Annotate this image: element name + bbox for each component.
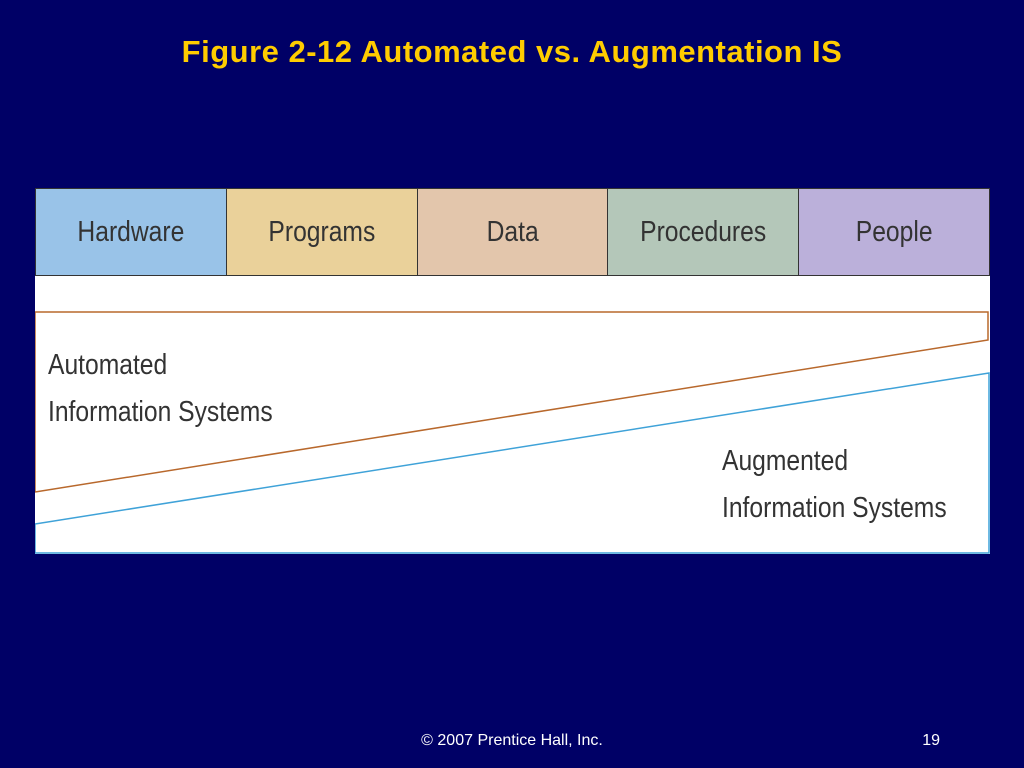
augmented-label-line-2: Information Systems: [722, 492, 947, 524]
component-label: Hardware: [77, 215, 185, 248]
component-label: Programs: [268, 215, 376, 248]
page-number: 19: [922, 732, 940, 749]
augmented-label-line-1: Augmented: [722, 445, 849, 477]
component-people: People: [799, 188, 990, 276]
automated-region-boundary: [35, 311, 989, 493]
component-hardware: Hardware: [35, 188, 227, 276]
component-data: Data: [417, 188, 609, 276]
automated-label-line-1: Automated: [48, 349, 168, 381]
component-programs: Programs: [226, 188, 418, 276]
component-label: People: [855, 215, 933, 248]
augmented-region-boundary: [35, 372, 990, 554]
copyright-notice: © 2007 Prentice Hall, Inc.: [421, 732, 603, 749]
automation-diagram: Hardware Programs Data Procedures People…: [35, 188, 990, 554]
component-procedures: Procedures: [608, 188, 800, 276]
augmented-region-label: Augmented Information Systems: [722, 438, 947, 532]
slide-title: Figure 2-12 Automated vs. Augmentation I…: [181, 34, 843, 69]
component-label: Data: [486, 215, 539, 248]
automated-label-line-2: Information Systems: [48, 396, 273, 428]
region-lines: [35, 311, 990, 554]
component-label: Procedures: [640, 215, 767, 248]
automated-region-label: Automated Information Systems: [48, 342, 273, 436]
component-header-row: Hardware Programs Data Procedures People: [35, 188, 990, 278]
